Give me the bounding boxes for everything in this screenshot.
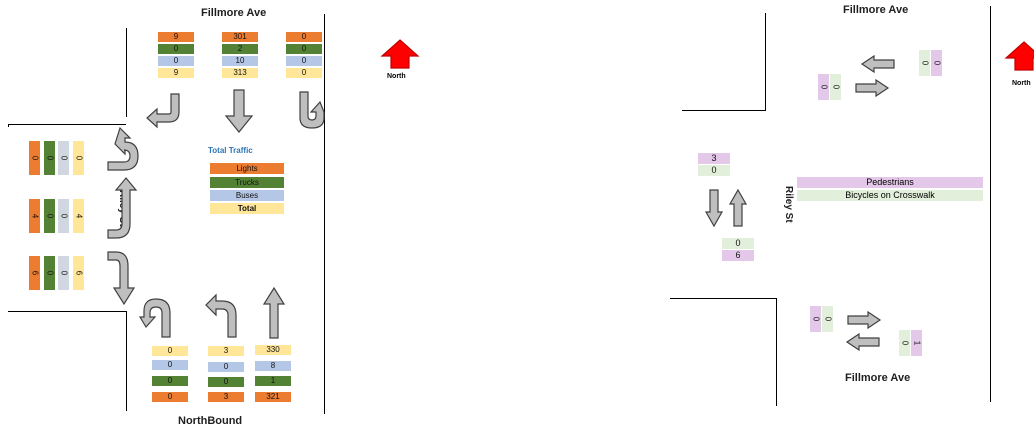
count-buses: 0	[152, 360, 188, 370]
count-buses: 0	[58, 256, 69, 290]
count-buses: 0	[286, 56, 322, 66]
eastbound-right-arrow-icon	[107, 251, 136, 306]
southbound-through-arrow-icon	[224, 89, 254, 133]
count-lights: 0	[152, 392, 188, 402]
road-edge-north-left	[126, 28, 127, 117]
north-eastbound-bicycles: 0	[830, 74, 841, 100]
legend-bicycles: Bicycles on Crosswalk	[797, 190, 983, 201]
count-total: 0	[152, 346, 188, 356]
legend-buses: Buses	[210, 190, 284, 201]
south-westbound-bicycles: 0	[899, 330, 910, 356]
count-total: 330	[255, 345, 291, 355]
south-westbound-pedestrians: 1	[911, 330, 922, 356]
count-total: 6	[73, 256, 84, 290]
south-westbound-crosswalk-arrow-icon	[845, 332, 880, 352]
count-trucks: 0	[44, 199, 55, 233]
southbound-crosswalk-arrow-icon	[704, 189, 724, 228]
west-southbound-bicycles: 0	[698, 165, 730, 176]
count-buses: 0	[208, 362, 244, 372]
street-name-bottom: Fillmore Ave	[845, 372, 911, 384]
count-lights: 301	[222, 32, 258, 42]
count-lights: 6	[29, 256, 40, 290]
count-lights: 9	[158, 32, 194, 42]
northbound-through-arrow-icon	[262, 286, 286, 339]
road-edge-north-left-h	[8, 124, 126, 125]
northbound-uturn-arrow-icon	[138, 298, 171, 338]
count-trucks: 2	[222, 44, 258, 54]
legend-trucks: Trucks	[210, 177, 284, 188]
southbound-left-turn-arrow-icon	[299, 91, 325, 129]
south-eastbound-pedestrians: 0	[810, 306, 821, 332]
north-arrow-icon	[380, 39, 420, 69]
count-total: 0	[286, 68, 322, 78]
north-westbound-bicycles: 0	[919, 50, 930, 76]
north-label: North	[1012, 80, 1031, 87]
south-eastbound-bicycles: 0	[822, 306, 833, 332]
northbound-left-arrow-icon	[205, 293, 237, 338]
count-buses: 10	[222, 56, 258, 66]
road-edge-north-left-h	[682, 110, 766, 111]
legend-pedestrians: Pedestrians	[797, 177, 983, 188]
count-trucks: 0	[44, 141, 55, 175]
road-edge-south-left-h	[670, 298, 776, 299]
count-lights: 321	[255, 392, 291, 402]
road-edge-east	[990, 6, 991, 402]
count-trucks: 0	[158, 44, 194, 54]
street-name-bottom: NorthBound	[178, 415, 243, 427]
eastbound-crosswalk-arrow-icon	[855, 78, 890, 98]
road-edge-south-left-h	[8, 311, 126, 312]
count-buses: 0	[58, 141, 69, 175]
road-edge-north-left	[765, 13, 766, 110]
count-trucks: 0	[286, 44, 322, 54]
count-lights: 0	[29, 141, 40, 175]
count-buses: 8	[255, 361, 291, 371]
count-lights: 3	[208, 392, 244, 402]
road-edge-north-right	[324, 14, 325, 414]
road-edge-south-left	[776, 298, 777, 406]
eastbound-uturn-arrow-icon	[107, 126, 139, 171]
count-trucks: 0	[44, 256, 55, 290]
count-total: 0	[73, 141, 84, 175]
count-buses: 0	[58, 199, 69, 233]
north-eastbound-pedestrians: 0	[818, 74, 829, 100]
legend-lights: Lights	[210, 163, 284, 174]
road-edge-west	[8, 124, 9, 127]
westbound-crosswalk-arrow-icon	[860, 54, 895, 74]
count-trucks: 0	[152, 376, 188, 386]
south-eastbound-crosswalk-arrow-icon	[847, 310, 882, 330]
west-southbound-pedestrians: 3	[698, 153, 730, 164]
north-label: North	[387, 73, 406, 80]
count-total: 313	[222, 68, 258, 78]
street-name-side: Riley St	[783, 186, 794, 223]
north-arrow-icon	[1004, 41, 1034, 71]
road-edge-south-left	[126, 311, 127, 411]
count-lights: 0	[286, 32, 322, 42]
count-trucks: 0	[208, 377, 244, 387]
count-total: 3	[208, 346, 244, 356]
count-trucks: 1	[255, 376, 291, 386]
eastbound-left-arrow-icon	[107, 177, 138, 239]
legend-total: Total	[210, 203, 284, 214]
count-total: 9	[158, 68, 194, 78]
legend-title: Total Traffic	[208, 146, 253, 155]
count-lights: 4	[29, 199, 40, 233]
west-northbound-bicycles: 0	[722, 238, 754, 249]
southbound-right-turn-arrow-icon	[146, 93, 180, 129]
northbound-crosswalk-arrow-icon	[728, 188, 748, 227]
count-total: 4	[73, 199, 84, 233]
north-westbound-pedestrians: 0	[931, 50, 942, 76]
count-buses: 0	[158, 56, 194, 66]
street-name-top: Fillmore Ave	[843, 4, 909, 16]
west-northbound-pedestrians: 6	[722, 250, 754, 261]
street-name-top: Fillmore Ave	[201, 7, 267, 19]
